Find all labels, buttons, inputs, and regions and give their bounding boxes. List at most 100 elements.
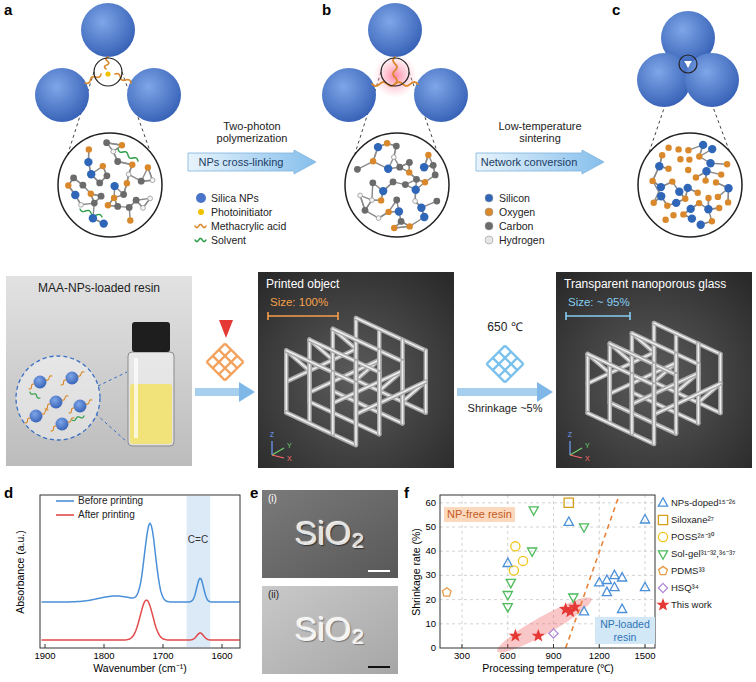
- atom: [141, 206, 146, 211]
- atom: [709, 218, 715, 224]
- atom: [662, 217, 668, 223]
- lattice-beam: [309, 361, 311, 423]
- plot-frame: [40, 495, 240, 648]
- lattice-beam: [588, 413, 654, 444]
- lattice-beam: [286, 413, 356, 446]
- lattice-beam: [354, 383, 359, 445]
- atom: [111, 195, 117, 201]
- atom: [89, 214, 97, 222]
- legend-swatch: [196, 193, 206, 203]
- atom: [675, 146, 681, 152]
- atom: [393, 143, 400, 150]
- arrow-outline: [476, 150, 604, 174]
- panel-letter: e: [250, 484, 258, 501]
- atom: [433, 198, 440, 205]
- data-marker: [509, 566, 518, 575]
- data-marker: [658, 532, 667, 541]
- data-marker: [579, 607, 588, 615]
- atom: [708, 145, 716, 153]
- dimension-tick: [629, 312, 631, 320]
- lattice-beam: [284, 351, 289, 413]
- atom: [148, 196, 153, 201]
- dimension-tick: [267, 312, 269, 320]
- atom: [126, 172, 131, 177]
- axis-tick: [599, 644, 600, 648]
- silica-sphere: [50, 396, 63, 409]
- atom: [103, 139, 110, 146]
- panel-title: MAA-NPs-loaded resin: [6, 282, 192, 296]
- atom: [695, 190, 701, 196]
- step-heading: Two-photon polymerization: [197, 120, 307, 145]
- methacrylic-chain: [42, 410, 48, 414]
- axis-tick: [222, 644, 223, 648]
- text-label: Z: [568, 431, 572, 439]
- lattice-beam: [587, 354, 589, 413]
- silica-sphere: [637, 53, 691, 107]
- atom: [651, 200, 657, 206]
- atom: [702, 167, 710, 175]
- atom: [425, 152, 431, 158]
- sem-image: Transparent nanoporous glassSize: ~ 95%: [556, 272, 752, 468]
- methacrylic-chain: [78, 372, 84, 376]
- dimension-tick: [565, 312, 567, 320]
- spectrum-line: [42, 600, 240, 640]
- legend-label: Hydrogen: [499, 234, 545, 246]
- data-marker: [658, 600, 668, 609]
- axis-glyph: [570, 455, 582, 458]
- atom: [70, 175, 77, 182]
- zoom-circle: [58, 133, 162, 237]
- data-marker: [610, 570, 619, 578]
- data-marker: [658, 515, 667, 524]
- lattice-beam: [588, 354, 654, 385]
- legend-label: Oxygen: [499, 206, 535, 218]
- lattice-beam: [652, 385, 657, 444]
- lattice-beam: [332, 372, 334, 434]
- sem-background: [262, 586, 398, 674]
- step-label: NPs cross-linking: [188, 150, 294, 174]
- atom: [685, 147, 691, 153]
- atom: [688, 214, 696, 222]
- atom: [126, 204, 133, 211]
- atom: [362, 207, 369, 214]
- step-heading: Low-temperature sintering: [485, 120, 595, 145]
- legend-label: Photoinitiator: [211, 206, 272, 218]
- lattice-beam: [654, 384, 720, 415]
- dimension-line: [566, 315, 630, 317]
- annotation-text: NP-loaded resin: [598, 618, 652, 643]
- data-marker: [658, 583, 667, 592]
- lattice-icon-line: [207, 362, 225, 380]
- vial-cap: [132, 322, 170, 352]
- atom: [687, 205, 695, 213]
- atom: [120, 191, 127, 198]
- data-marker: [511, 631, 521, 640]
- atom: [150, 178, 155, 183]
- text-label: X: [287, 455, 292, 463]
- vial-highlight: [134, 358, 138, 438]
- annotation-box: NP-loaded resin: [595, 617, 655, 644]
- text-label: Absorbance (a.u.): [14, 530, 26, 613]
- methacrylic-chain: [61, 380, 66, 385]
- spectrum-line: [42, 523, 240, 602]
- text-label: (ii): [268, 589, 279, 601]
- atom: [659, 152, 665, 158]
- dimension-label: Size: 100%: [270, 296, 328, 309]
- lattice-beam: [377, 372, 382, 434]
- scale-bar: [368, 570, 390, 572]
- sem-background: [556, 272, 752, 468]
- text-label: 300: [454, 651, 470, 662]
- legend-label: Siloxane²⁷: [671, 515, 714, 526]
- lattice-beam: [585, 354, 590, 413]
- lattice-beam: [630, 375, 635, 434]
- photo-background: [6, 276, 192, 466]
- atom: [407, 223, 413, 229]
- methacrylic-chain: [45, 404, 50, 409]
- legend-swatch: [485, 194, 493, 202]
- text-label: Processing temperature (℃): [482, 662, 613, 674]
- zoom-marker: [94, 58, 122, 86]
- atom: [91, 200, 98, 207]
- magnifier-circle: [16, 356, 100, 440]
- atom: [413, 176, 420, 183]
- axis-glyph: [569, 441, 570, 455]
- atom: [693, 174, 699, 180]
- atom: [670, 212, 676, 218]
